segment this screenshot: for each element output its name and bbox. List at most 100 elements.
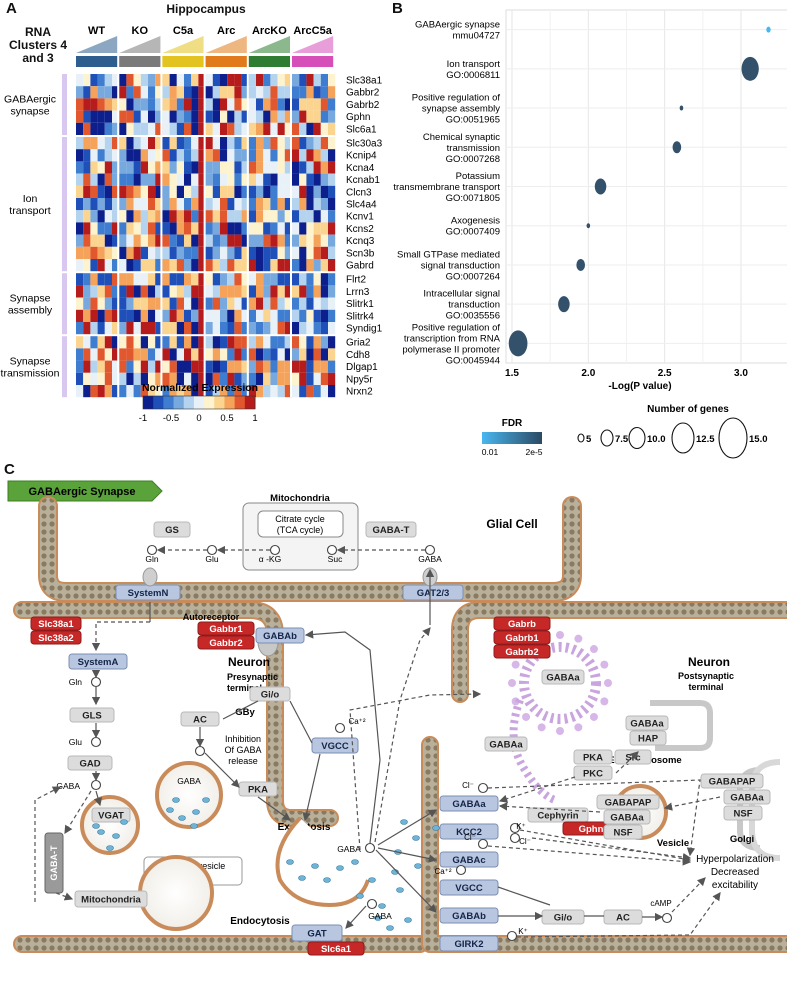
heatmap-cell [277, 98, 285, 111]
heatmap-cell [97, 309, 105, 322]
legend-tick: 1 [252, 413, 257, 424]
gene-label: Flrt2 [346, 275, 366, 286]
heatmap-cell [241, 161, 249, 174]
vesicle-gaba-label: GABA [177, 776, 201, 786]
cl-label-3: Cl⁻ [464, 833, 476, 842]
heatmap-cell [133, 222, 141, 235]
heatmap-cell [140, 98, 148, 111]
heatmap-cell [248, 234, 256, 247]
heatmap-cell [328, 122, 336, 135]
bubble-point [586, 223, 591, 229]
gabaa-ring-box [541, 669, 585, 685]
heatmap-cell [234, 149, 242, 162]
heatmap-cell [320, 173, 328, 186]
heatmap-cell [83, 173, 91, 186]
heatmap-cell [256, 173, 264, 186]
heatmap-cell [155, 198, 163, 211]
size-legend-title: Number of genes [647, 404, 729, 415]
heatmap-cell [220, 149, 228, 162]
bubble-point [741, 56, 759, 81]
gaba-molecule-dot [190, 823, 198, 829]
heatmap-cell [169, 297, 177, 310]
heatmap-cell [205, 185, 213, 198]
cl-node-2 [509, 832, 521, 844]
heatmap-cell [227, 285, 235, 298]
camp-post-label: cAMP [650, 899, 671, 908]
gln-pre-label: Gln [69, 677, 83, 687]
heatmap-cell [277, 110, 285, 123]
legend-color-step [143, 396, 154, 409]
k-label-2: K⁺ [518, 927, 528, 936]
heatmap-cell [112, 185, 120, 198]
heatmap-cell [241, 86, 249, 99]
heatmap-cell [162, 348, 170, 361]
size-legend-circle [600, 429, 614, 447]
heatmap-cell [162, 385, 170, 398]
heatmap-cell [212, 285, 220, 298]
heatmap-cell [176, 297, 184, 310]
ca-post-node [455, 864, 467, 876]
gaba-to-autoreceptor [304, 630, 381, 844]
heatmap-cell [133, 360, 141, 373]
heatmap-cell [90, 259, 98, 272]
heatmap-cell [83, 185, 91, 198]
heatmap-cell [191, 137, 199, 150]
heatmap-cell [104, 149, 112, 162]
heatmap-cell [306, 210, 314, 223]
heatmap-cell [313, 360, 321, 373]
heatmap-cell [198, 348, 206, 361]
heatmap-cell [126, 336, 134, 349]
heatmap-cell [198, 173, 206, 186]
heatmap-cell [292, 234, 300, 247]
gaba-molecule-dot [396, 887, 404, 893]
category-label: GO:0007264 [446, 271, 500, 282]
heatmap-cell [284, 173, 292, 186]
heatmap-cell [148, 137, 156, 150]
heatmap-cell [313, 74, 321, 87]
heatmap-cell [205, 149, 213, 162]
heatmap-cell [90, 246, 98, 259]
gene-gabbr2 [197, 635, 255, 650]
row-group-label: Ion [23, 193, 38, 205]
heatmap-cell [313, 322, 321, 335]
heatmap-cell [284, 185, 292, 198]
heatmap-cell [184, 98, 192, 111]
legend-tick: -0.5 [163, 413, 179, 424]
heatmap-cell [119, 385, 127, 398]
heatmap-cell [320, 86, 328, 99]
heatmap-cell [284, 110, 292, 123]
heatmap-cell [112, 234, 120, 247]
heatmap-cell [140, 285, 148, 298]
camp-to-pka [204, 752, 240, 788]
heatmap-cell [320, 246, 328, 259]
heatmap-cell [155, 149, 163, 162]
heatmap-cell [148, 285, 156, 298]
heatmap-cell [198, 110, 206, 123]
heatmap-cell [140, 185, 148, 198]
heatmap-cell [148, 273, 156, 286]
heatmap-cell [169, 336, 177, 349]
heatmap-cell [155, 86, 163, 99]
heatmap-cell [104, 297, 112, 310]
heatmap-cell [169, 149, 177, 162]
heatmap-cell [313, 285, 321, 298]
heatmap-cell [140, 385, 148, 398]
heatmap-cell [320, 322, 328, 335]
heatmap-cell [241, 234, 249, 247]
heatmap-cell [284, 137, 292, 150]
heatmap-cell [306, 173, 314, 186]
heatmap-cell [284, 297, 292, 310]
heatmap-cell [205, 137, 213, 150]
heatmap-cell [176, 222, 184, 235]
gabac-box [439, 851, 499, 868]
heatmap-cell [90, 110, 98, 123]
glial-membrane [40, 498, 580, 600]
systemn-box-label: SystemN [128, 588, 169, 599]
category-label: signal transduction [421, 260, 500, 271]
heatmap-cell [169, 110, 177, 123]
heatmap-cell [162, 122, 170, 135]
gene-label: Gabbr2 [346, 88, 380, 99]
heatmap-cell [169, 198, 177, 211]
size-legend-circle [577, 433, 585, 443]
heatmap-cell [256, 86, 264, 99]
